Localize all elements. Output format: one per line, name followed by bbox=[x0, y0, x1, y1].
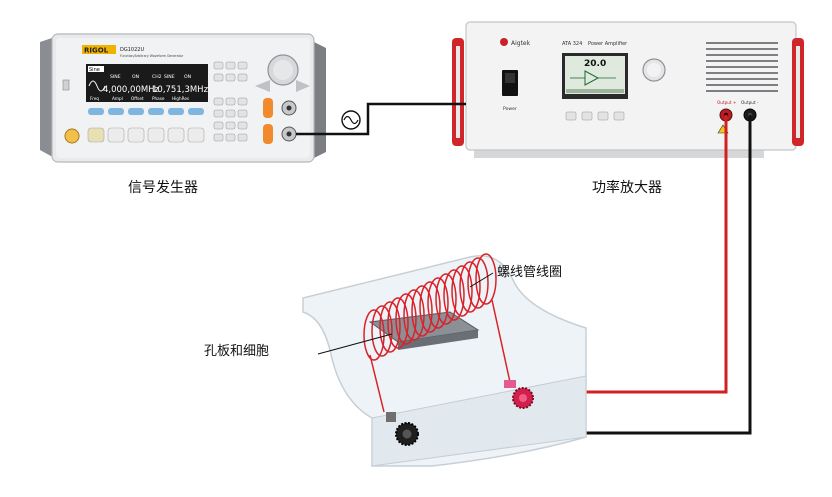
solenoid-coil-label: 螺线管线圈 bbox=[497, 265, 563, 280]
solenoid-coil bbox=[363, 253, 497, 361]
orifice-and-cells-label: 孔板和细胞 bbox=[204, 344, 270, 359]
softkey-button-2[interactable] bbox=[108, 108, 124, 115]
signal-cable bbox=[296, 102, 466, 136]
ch2-label: CH2 bbox=[152, 74, 162, 80]
usb-port[interactable] bbox=[62, 79, 70, 91]
ch1-output-button[interactable] bbox=[263, 98, 273, 118]
power-switch-label: Power bbox=[503, 106, 517, 112]
aigtek-brand: Aigtek bbox=[511, 40, 531, 47]
numeric-keypad[interactable] bbox=[213, 61, 248, 142]
ch1-frequency: 4,000,00MHz bbox=[103, 85, 160, 95]
softkey-button-5[interactable] bbox=[168, 108, 184, 115]
ch1-state: ON bbox=[132, 74, 139, 80]
signal-generator-label: 信号发生器 bbox=[128, 180, 198, 196]
rigol-logo-text: RIGOL bbox=[84, 47, 109, 55]
coil-leader-line bbox=[469, 272, 494, 288]
red-output-wire bbox=[530, 115, 728, 394]
softkey-label-offset: Offset bbox=[131, 96, 144, 101]
amplifier-button-3[interactable] bbox=[597, 111, 609, 121]
ch2-shape: SINE bbox=[164, 74, 175, 80]
ch2-state: ON bbox=[184, 74, 191, 80]
output-plus-label: Output + bbox=[717, 100, 737, 105]
amplifier-vent bbox=[706, 42, 778, 92]
rigol-logo bbox=[82, 45, 116, 54]
amplifier-display bbox=[565, 56, 625, 94]
softkey-label-phase: Phase bbox=[152, 96, 165, 101]
amplifier-button-4[interactable] bbox=[613, 111, 625, 121]
generator-power-button[interactable] bbox=[64, 128, 80, 144]
softkey-button-6[interactable] bbox=[188, 108, 204, 115]
function-button-2[interactable] bbox=[107, 127, 125, 143]
softkey-label-highres: HighRes bbox=[172, 96, 189, 101]
function-button-5[interactable] bbox=[167, 127, 185, 143]
aigtek-logo bbox=[500, 38, 508, 46]
amplifier-button-2[interactable] bbox=[581, 111, 593, 121]
arrow-keys[interactable] bbox=[255, 80, 310, 92]
ch2-output-button[interactable] bbox=[263, 124, 273, 144]
generator-mode: Sine bbox=[89, 67, 100, 73]
function-button-1[interactable] bbox=[87, 127, 105, 143]
waveform-preview bbox=[88, 80, 106, 92]
amplifier-title: Power Amplifier bbox=[588, 41, 628, 47]
power-amplifier-label: 功率放大器 bbox=[592, 180, 662, 196]
softkey-label-ampl: Ampl bbox=[112, 96, 123, 101]
function-button-4[interactable] bbox=[147, 127, 165, 143]
ch2-frequency: 10,751,3MHz bbox=[152, 85, 209, 95]
generator-screen bbox=[86, 64, 208, 102]
coil-apparatus bbox=[302, 253, 587, 467]
signal-generator-device: RIGOL DG1022U Function/Arbitrary Wavefor… bbox=[40, 33, 326, 163]
ch1-shape: SINE bbox=[110, 74, 121, 80]
softkey-button-1[interactable] bbox=[88, 108, 104, 115]
softkey-button-3[interactable] bbox=[128, 108, 144, 115]
function-button-6[interactable] bbox=[187, 127, 205, 143]
power-amplifier-device: Aigtek ATA 324 Power Amplifier Power 20.… bbox=[452, 21, 804, 158]
generator-model: DG1022U bbox=[120, 47, 144, 53]
output-minus-label: Output - bbox=[741, 100, 759, 105]
amplifier-button-1[interactable] bbox=[565, 111, 577, 121]
generator-subtitle: Function/Arbitrary Waveform Generator bbox=[120, 54, 184, 58]
softkey-label-freq: Freq bbox=[90, 96, 99, 101]
function-button-3[interactable] bbox=[127, 127, 145, 143]
amplifier-display-value: 20.0 bbox=[584, 59, 606, 69]
cell-leader-line bbox=[317, 333, 393, 355]
amplifier-model: ATA 324 bbox=[562, 41, 582, 47]
softkey-button-4[interactable] bbox=[148, 108, 164, 115]
